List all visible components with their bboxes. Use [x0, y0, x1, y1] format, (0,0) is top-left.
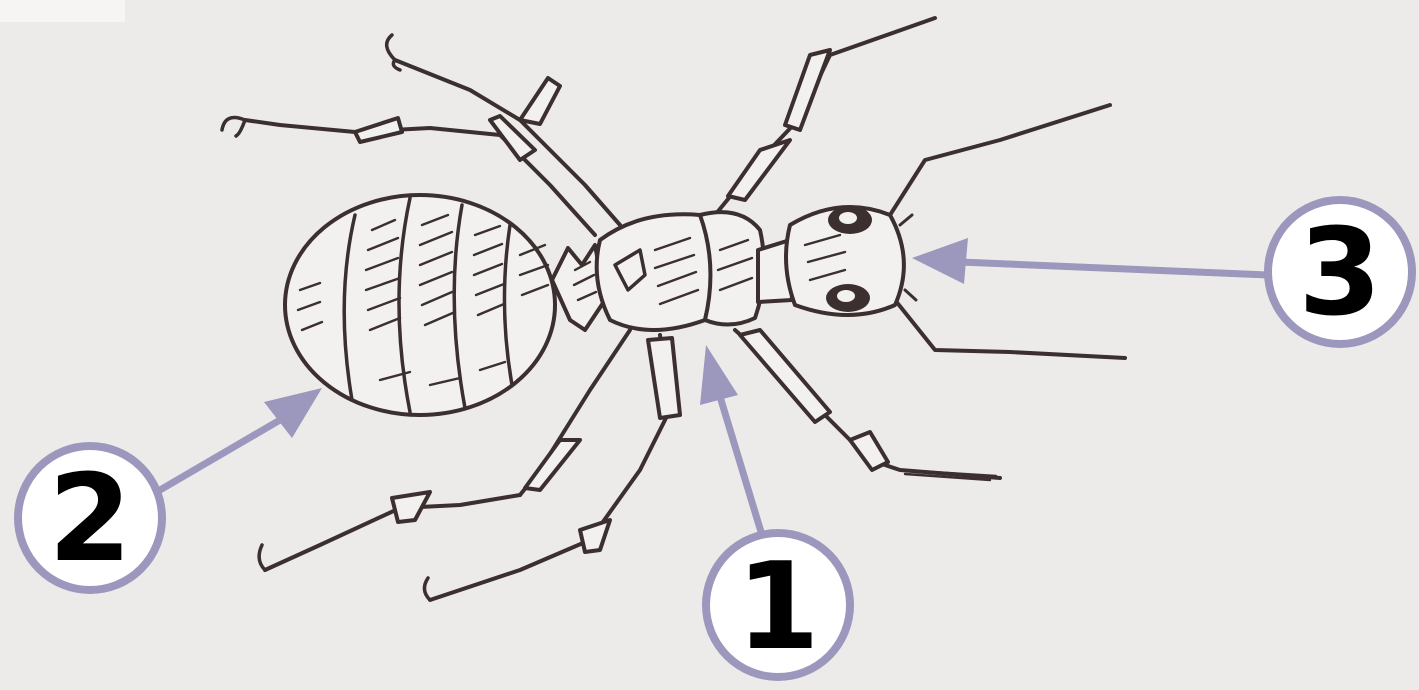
ant-head [786, 206, 916, 315]
label-badge-2: 2 [18, 446, 162, 590]
label-1: 1 [736, 538, 820, 677]
label-2: 2 [48, 450, 132, 589]
ant-antennae [890, 105, 1125, 358]
arrowhead-1 [700, 345, 738, 405]
label-badge-3: 3 [1268, 200, 1412, 344]
ant-thorax [597, 212, 764, 330]
callout-arrow-1 [718, 390, 765, 545]
leg-upper-right [715, 18, 935, 215]
callout-arrow-3 [960, 262, 1268, 275]
label-3: 3 [1298, 204, 1382, 343]
arrowhead-3 [912, 238, 968, 284]
arrowhead-2 [264, 388, 322, 438]
callout-arrow-2 [160, 420, 280, 490]
ant-abdomen [285, 195, 555, 415]
paper-patch [0, 0, 125, 22]
label-badge-1: 1 [706, 533, 850, 677]
